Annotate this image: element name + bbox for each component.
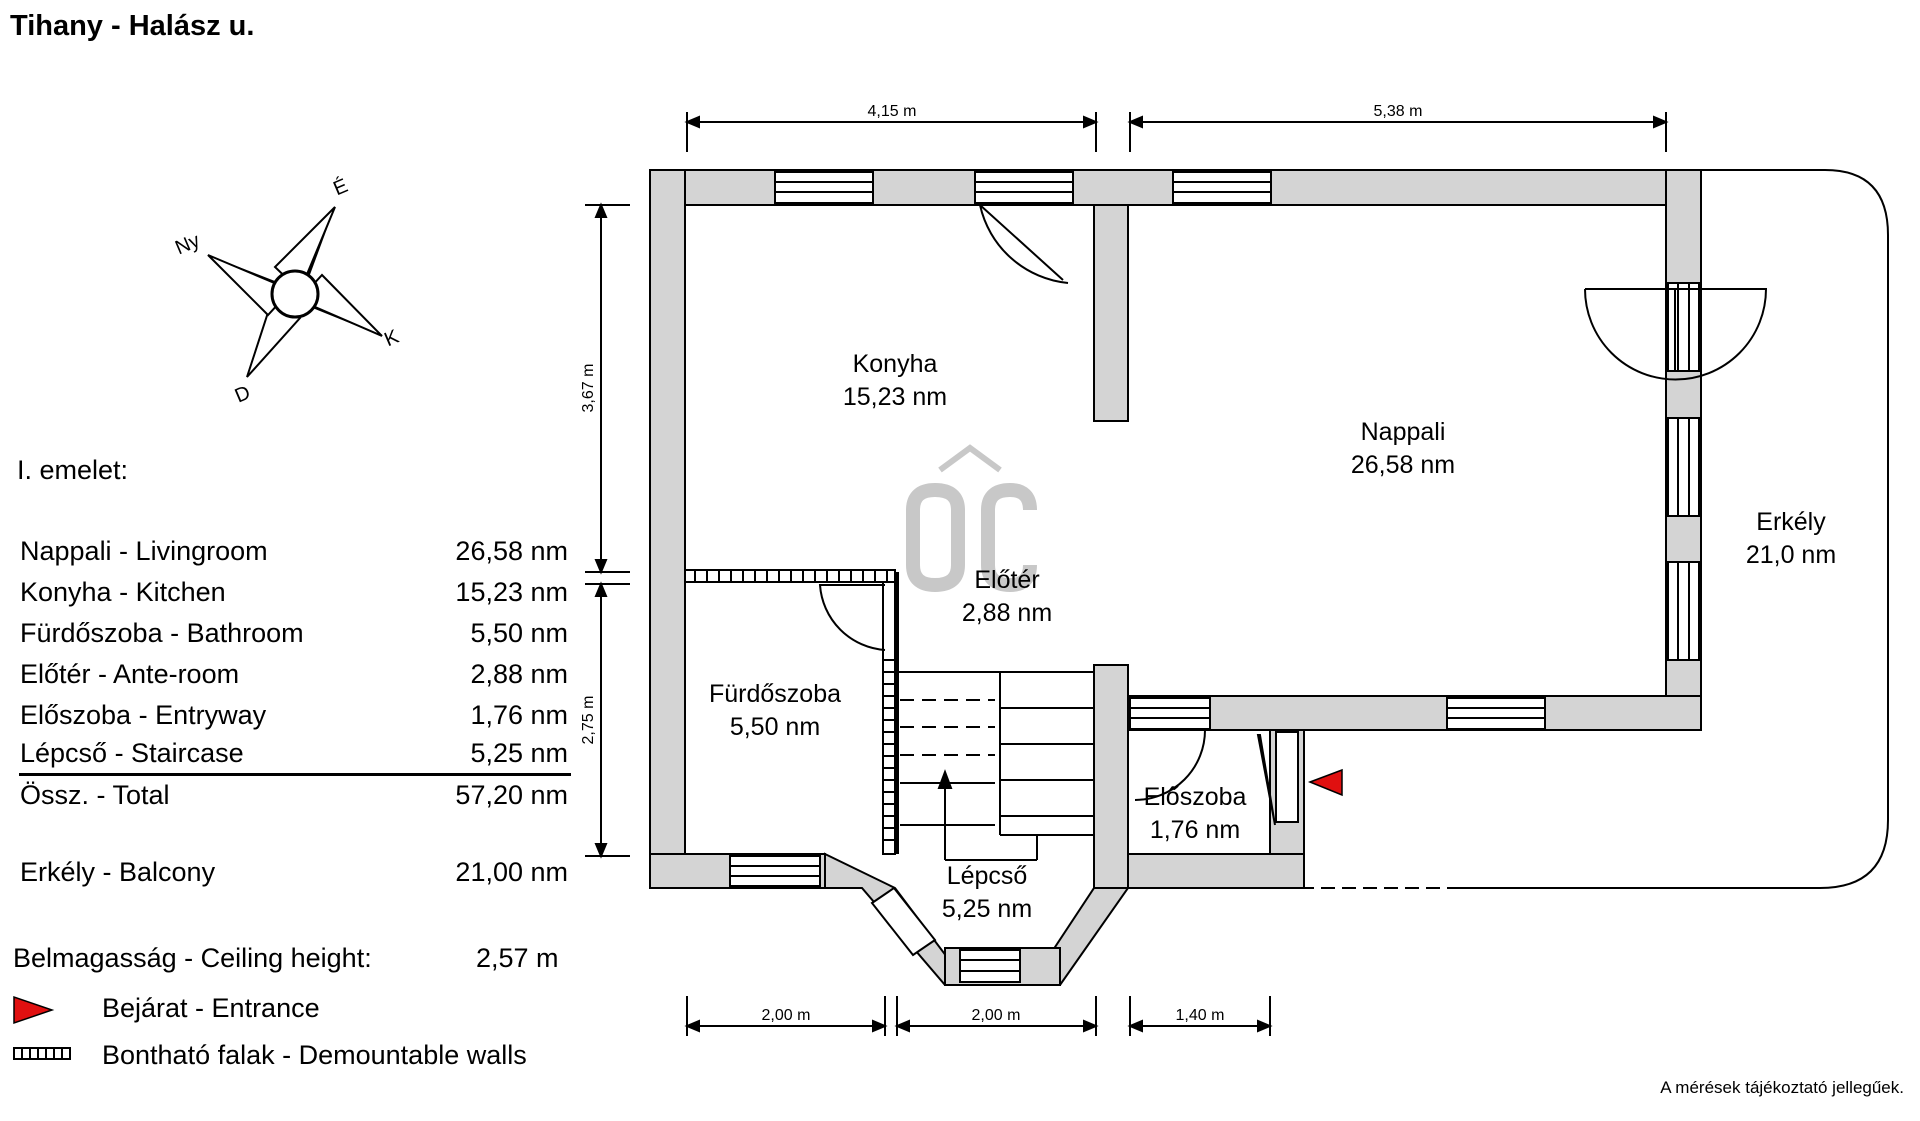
compass-south-label: D	[232, 382, 254, 408]
room-konyha-area: 15,23 nm	[843, 383, 947, 411]
legend-name: Előszoba - Entryway	[20, 700, 267, 730]
dim-top-right: 5,38 m	[1374, 103, 1423, 120]
staircase	[895, 671, 1094, 861]
legend-row-eloter: Előtér - Ante-room 2,88 nm	[20, 659, 568, 697]
balcony-outline	[1300, 169, 1889, 889]
room-konyha-name: Konyha	[853, 350, 938, 378]
legend-total-divider	[19, 773, 571, 776]
legend-area: 57,20 nm	[455, 780, 568, 810]
room-nappali-area: 26,58 nm	[1351, 451, 1455, 479]
dim-bottom-1: 2,00 m	[762, 1007, 811, 1024]
legend-row-nappali: Nappali - Livingroom 26,58 nm	[20, 536, 568, 574]
legend-name: Konyha - Kitchen	[20, 577, 226, 607]
room-nappali-name: Nappali	[1361, 418, 1446, 446]
dim-bottom-2: 2,00 m	[972, 1007, 1021, 1024]
room-erkely-area: 21,0 nm	[1746, 541, 1836, 569]
legend-name: Erkély - Balcony	[20, 857, 216, 887]
legend-row-eloszoba: Előszoba - Entryway 1,76 nm	[20, 700, 568, 738]
legend-area: 2,88 nm	[470, 659, 568, 689]
room-eloszoba-name: Előszoba	[1144, 783, 1247, 811]
ceiling-height-value: 2,57 m	[476, 943, 559, 973]
legend-name: Fürdőszoba - Bathroom	[20, 618, 304, 648]
compass-icon	[207, 206, 383, 378]
demountable-wall	[684, 569, 896, 855]
ceiling-height-label: Belmagasság - Ceiling height:	[13, 943, 372, 973]
compass-west-label: Ny	[172, 230, 203, 260]
legend-area: 26,58 nm	[455, 536, 568, 566]
dimension-lines	[585, 112, 1669, 1036]
dim-bottom-3: 1,40 m	[1176, 1007, 1225, 1024]
legend-row-konyha: Konyha - Kitchen 15,23 nm	[20, 577, 568, 615]
room-eloszoba-area: 1,76 nm	[1150, 816, 1240, 844]
demountable-walls-legend-label: Bontható falak - Demountable walls	[102, 1040, 527, 1070]
page-title: Tihany - Halász u.	[10, 10, 255, 42]
legend-area: 5,50 nm	[470, 618, 568, 648]
legend-area: 5,25 nm	[470, 738, 568, 768]
legend-row-furdo: Fürdőszoba - Bathroom 5,50 nm	[20, 618, 568, 656]
dim-top-left: 4,15 m	[868, 103, 917, 120]
entrance-arrow	[1307, 768, 1343, 797]
stair-wall	[895, 572, 899, 854]
legend-row-erkely: Erkély - Balcony 21,00 nm	[20, 857, 568, 895]
room-eloter-area: 2,88 nm	[962, 599, 1052, 627]
entrance-legend-label: Bejárat - Entrance	[102, 993, 320, 1023]
legend-area: 15,23 nm	[455, 577, 568, 607]
windows	[729, 171, 1700, 983]
legend-row-lepcso: Lépcső - Staircase 5,25 nm	[20, 738, 568, 776]
room-erkely-name: Erkély	[1756, 508, 1826, 536]
compass-north-label: É	[330, 174, 351, 200]
dim-left-upper: 3,67 m	[580, 364, 597, 413]
watermark-logo	[906, 444, 1037, 593]
room-eloter-name: Előtér	[974, 566, 1039, 594]
compass-east-label: K	[381, 325, 402, 351]
dim-left-lower: 2,75 m	[580, 696, 597, 745]
demountable-wall-legend-icon	[13, 1047, 71, 1060]
legend-area: 21,00 nm	[455, 857, 568, 887]
legend-name: Nappali - Livingroom	[20, 536, 268, 566]
entrance-legend-icon	[13, 995, 55, 1025]
legend-name: Lépcső - Staircase	[20, 738, 244, 768]
legend-name: Előtér - Ante-room	[20, 659, 240, 689]
room-furdo-name: Fürdőszoba	[709, 680, 841, 708]
floor-label: I. emelet:	[17, 455, 129, 485]
footnote: A mérések tájékoztató jellegűek.	[1660, 1078, 1904, 1097]
room-furdo-area: 5,50 nm	[730, 713, 820, 741]
legend-area: 1,76 nm	[470, 700, 568, 730]
legend-name: Össz. - Total	[20, 780, 170, 810]
legend-row-total: Össz. - Total 57,20 nm	[20, 780, 568, 818]
doors	[818, 204, 1768, 826]
room-lepcso-name: Lépcső	[947, 862, 1028, 890]
room-lepcso-area: 5,25 nm	[942, 895, 1032, 923]
